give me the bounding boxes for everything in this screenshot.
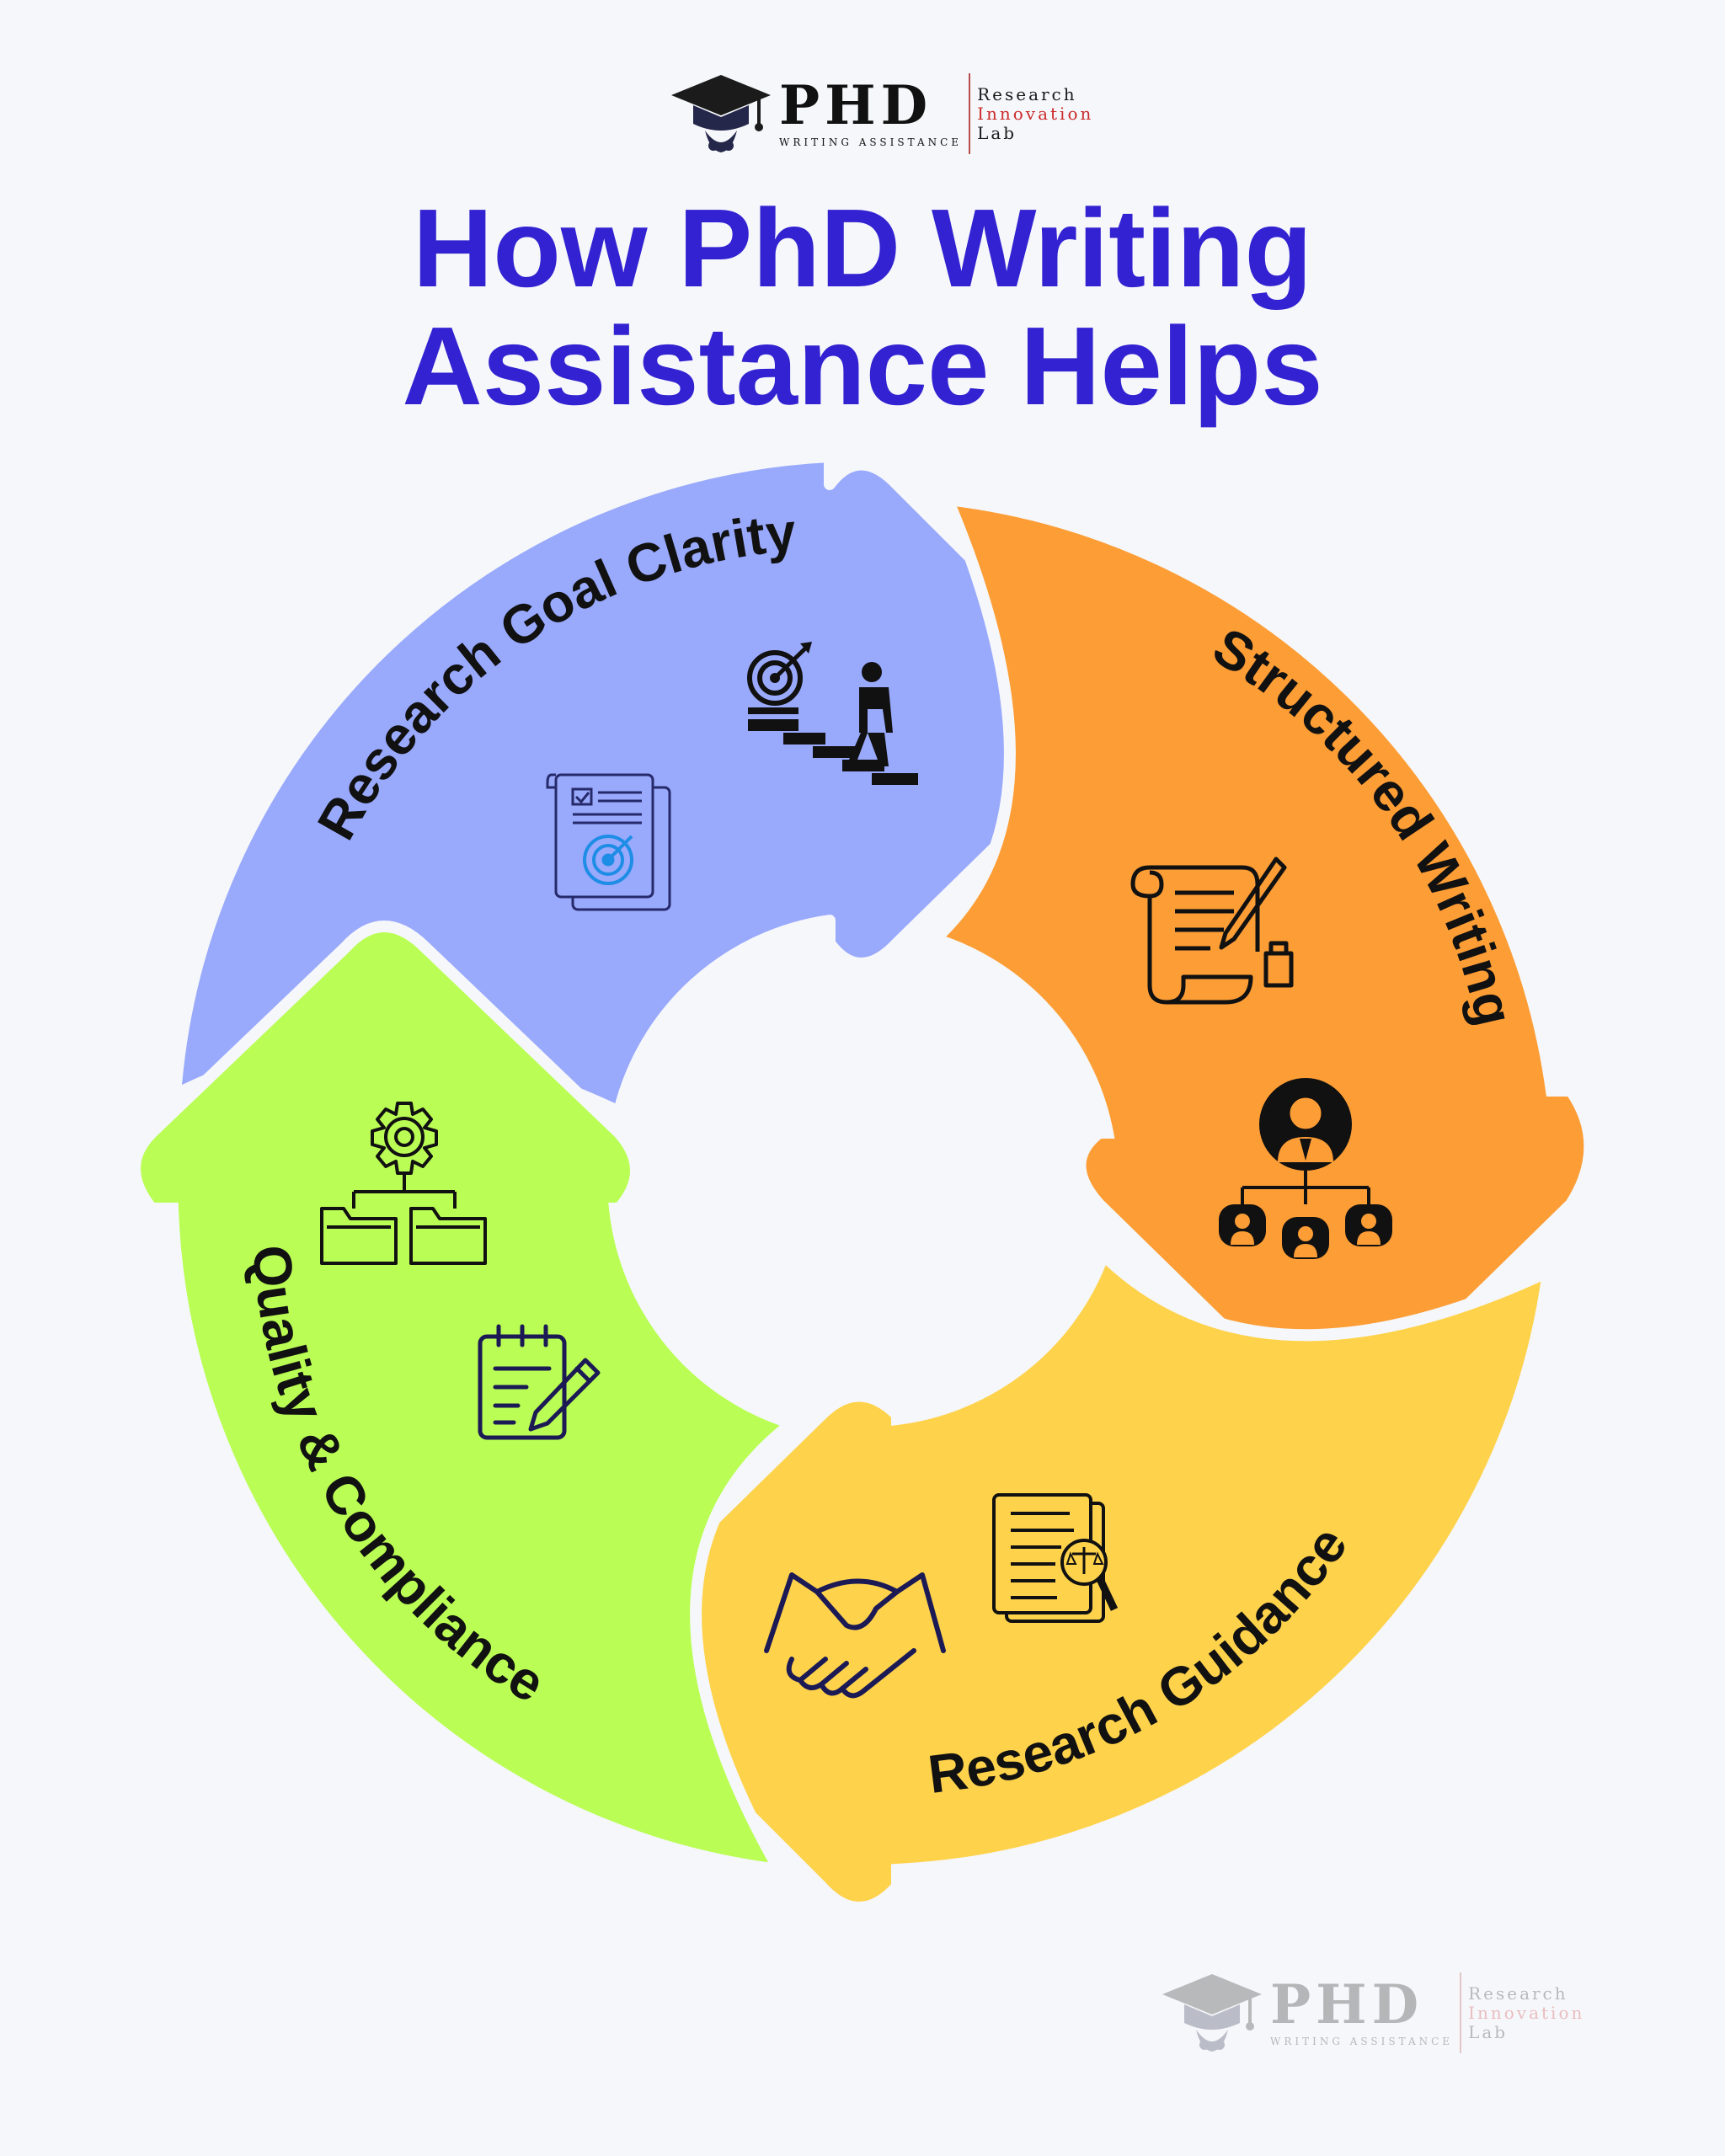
title-line-1: How PhD Writing — [412, 186, 1313, 310]
watermark-logo: PHD WRITING ASSISTANCE Research Innovati… — [1161, 1971, 1584, 2055]
legal-document-icon — [992, 1493, 1119, 1623]
page-title: How PhD Writing Assistance Helps — [0, 189, 1725, 425]
brand-logo: PHD WRITING ASSISTANCE Research Innovati… — [670, 72, 1093, 156]
watermark-lab-line1: Research — [1468, 1983, 1568, 2004]
graduation-cap-icon — [671, 75, 771, 152]
handshake-icon — [764, 1572, 946, 1699]
checklist-pencil-icon — [478, 1324, 601, 1440]
watermark-lab-line3: Lab — [1468, 2021, 1509, 2042]
logo-wordmark: PHD — [779, 74, 933, 137]
logo-lab-text: Research Innovation Lab — [977, 83, 1094, 143]
team-hierarchy-icon — [1219, 1078, 1392, 1259]
watermark-tagline: WRITING ASSISTANCE — [1270, 2036, 1454, 2047]
logo-lab-line1: Research — [977, 83, 1077, 104]
scroll-quill-icon — [1130, 857, 1294, 1005]
logo-lab-line3: Lab — [977, 122, 1017, 143]
logo-divider — [969, 73, 971, 154]
logo-lab-line2: Innovation — [977, 103, 1094, 124]
watermark-divider — [1460, 1972, 1462, 2053]
segment-quality-compliance — [129, 921, 804, 1877]
watermark-lab-text: Research Innovation Lab — [1468, 1983, 1585, 2042]
logo-tagline: WRITING ASSISTANCE — [779, 136, 963, 148]
watermark-wordmark: PHD — [1270, 1973, 1424, 2036]
title-line-2: Assistance Helps — [402, 304, 1323, 428]
goal-document-icon — [546, 773, 671, 911]
watermark-lab-line2: Innovation — [1468, 2002, 1585, 2023]
graduation-cap-watermark-icon — [1162, 1974, 1262, 2052]
target-stairs-icon — [747, 642, 918, 785]
gear-folders-icon — [320, 1102, 487, 1265]
